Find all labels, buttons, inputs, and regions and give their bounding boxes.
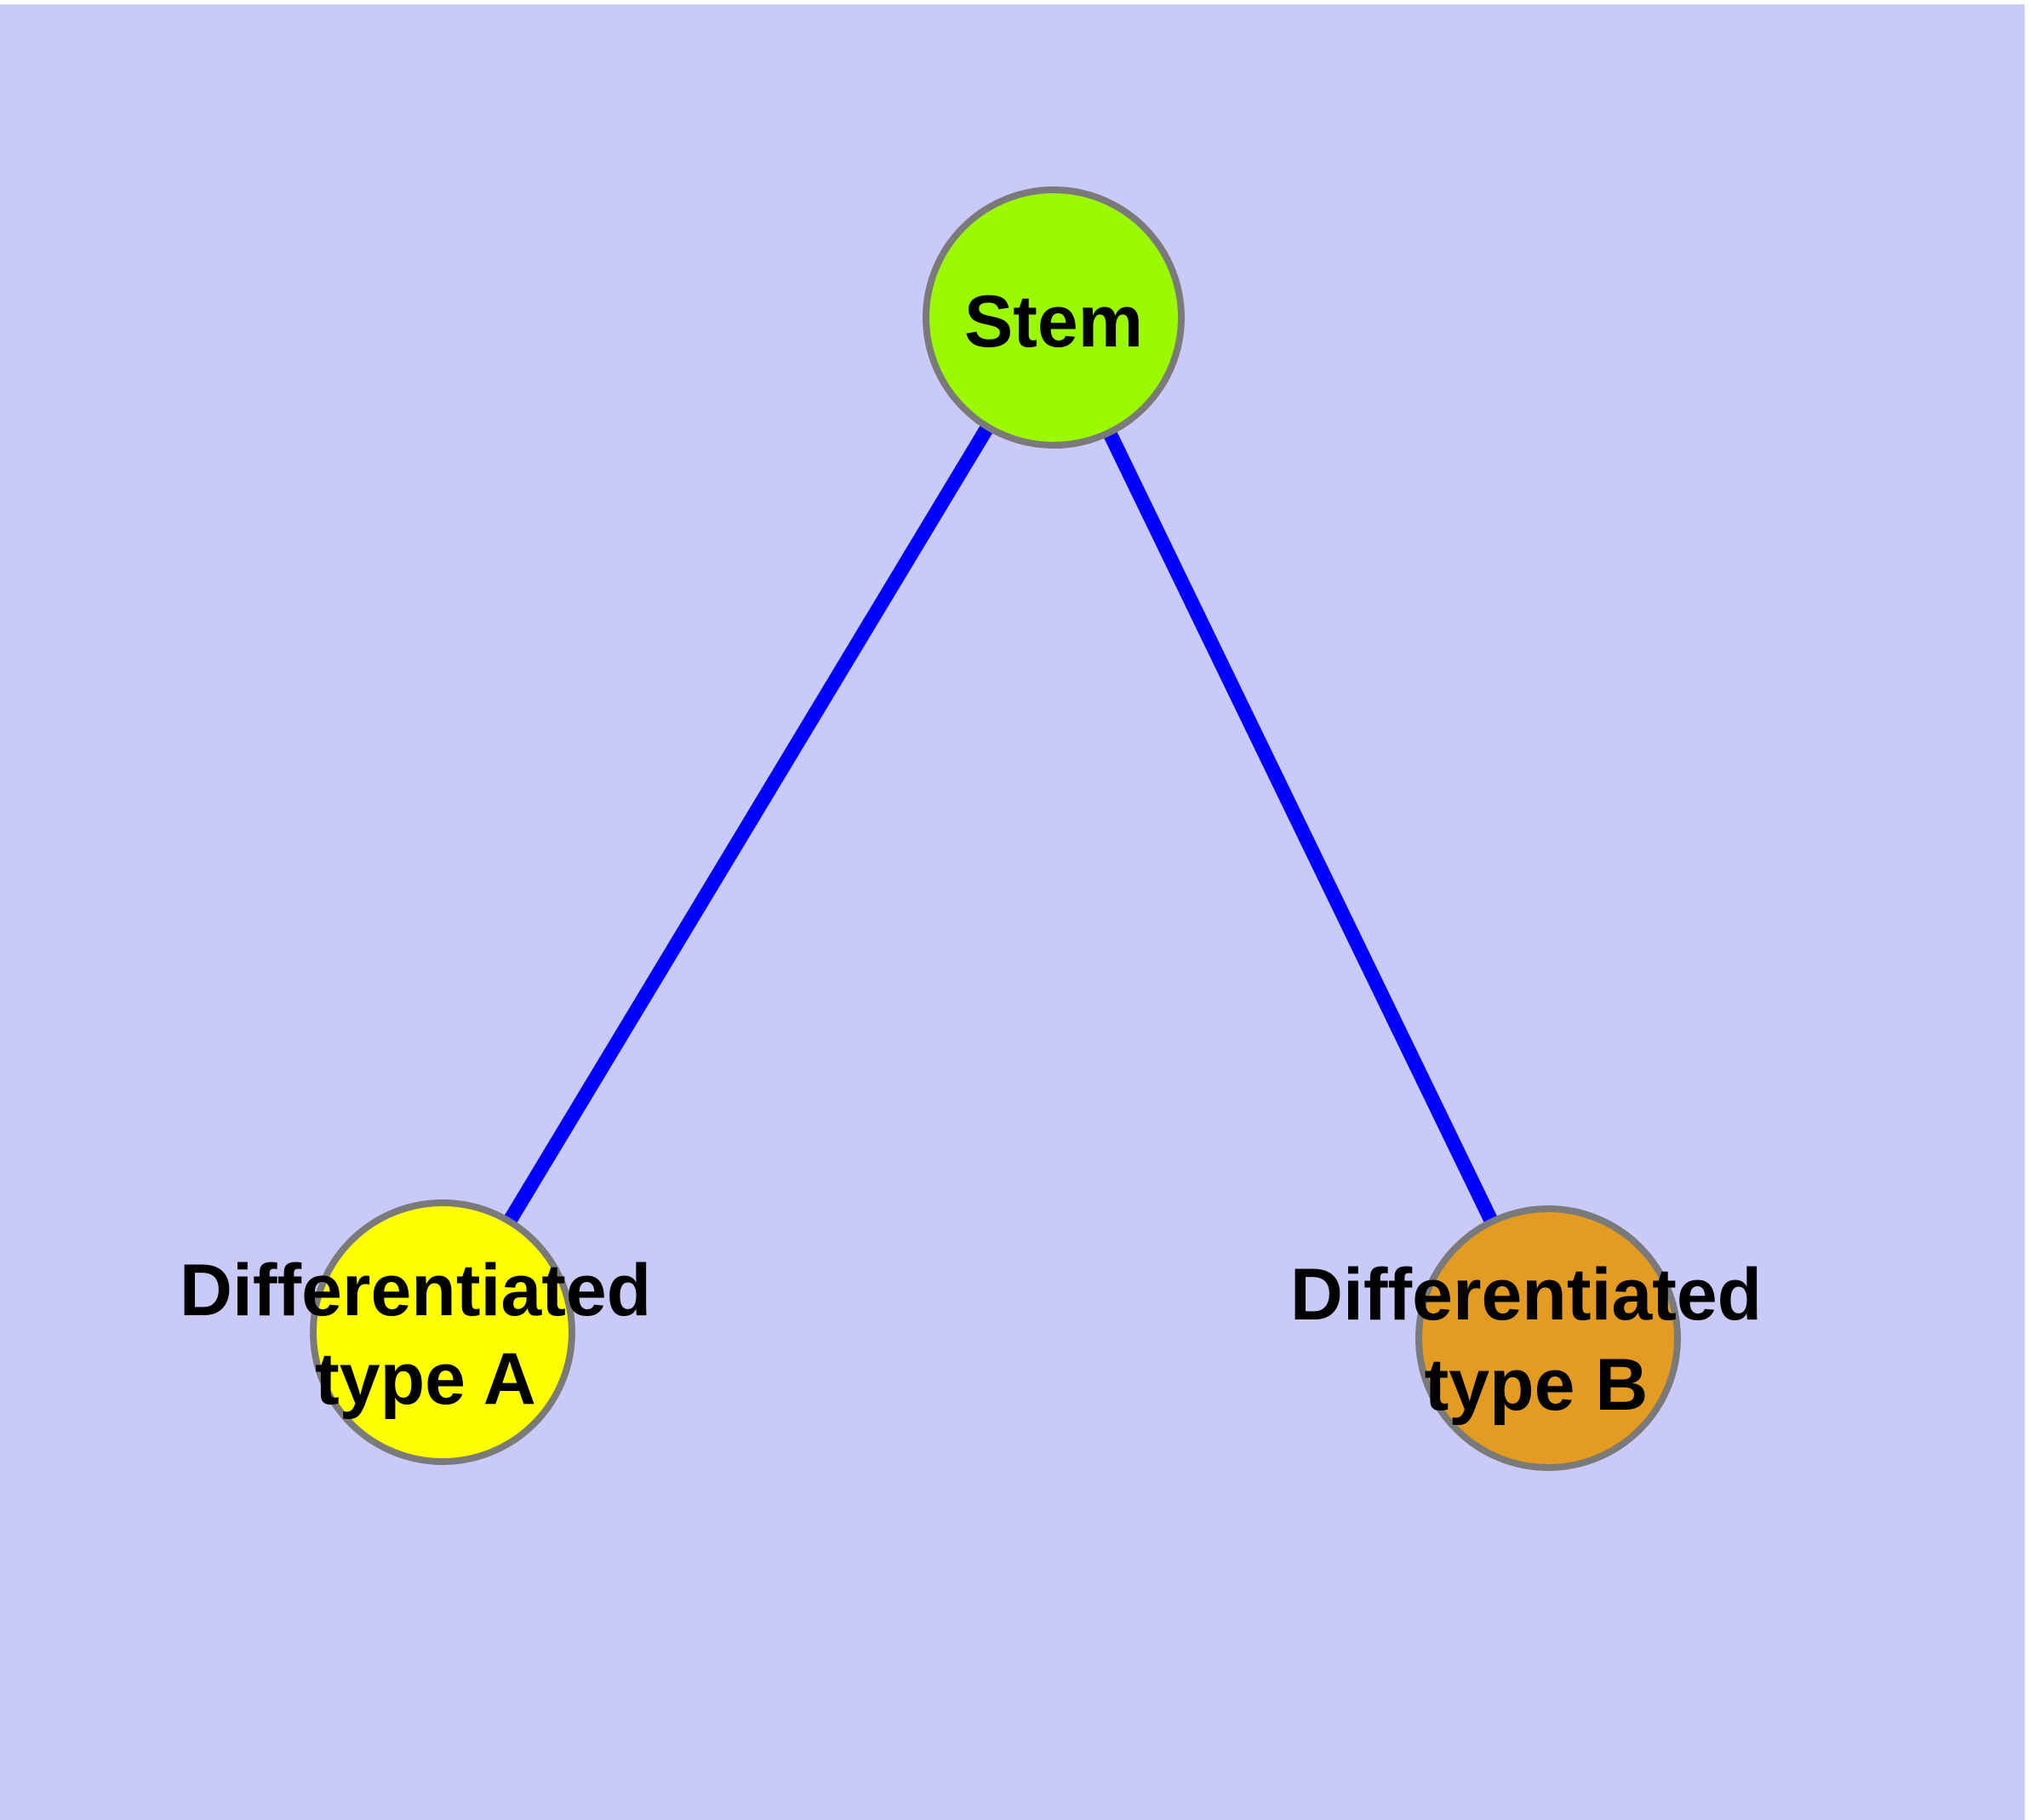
type-b-label-line1: Differentiated xyxy=(1290,1254,1762,1336)
edge-stem-to-type-a xyxy=(436,313,1060,1336)
edge-stem-to-type-b xyxy=(1047,314,1555,1342)
node-stem xyxy=(923,186,1185,449)
type-a-label-line2: type A xyxy=(315,1338,536,1420)
node-differentiated-type-a-label: Differentiated type A xyxy=(180,1250,672,1420)
node-stem-label: Stem xyxy=(964,281,1143,363)
type-a-label-line1: Differentiated xyxy=(180,1250,651,1331)
node-differentiated-type-a xyxy=(310,1199,575,1465)
type-b-label-line2: type B xyxy=(1425,1344,1649,1426)
node-differentiated-type-b xyxy=(1415,1205,1681,1471)
node-differentiated-type-b-label: Differentiated type B xyxy=(1290,1254,1782,1426)
